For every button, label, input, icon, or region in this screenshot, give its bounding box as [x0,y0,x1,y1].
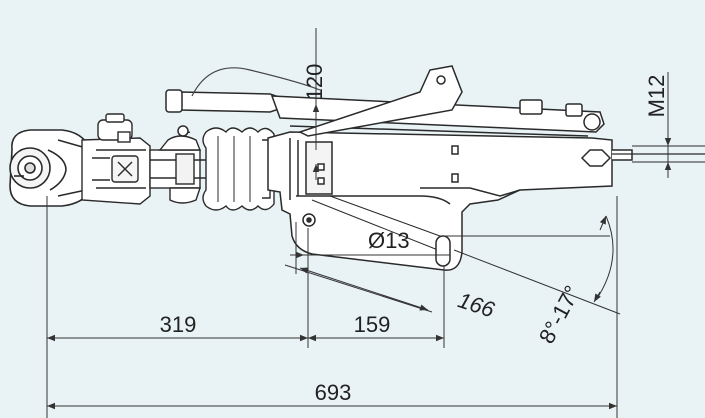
dim-bolt-m12: M12 [644,75,669,118]
dim-height-120: 120 [302,64,327,101]
dim-mount-spacing: 159 [354,312,391,337]
bellows-boot [202,127,275,211]
dim-coupling-to-mount: 319 [160,312,197,337]
dim-overall-length: 693 [315,380,352,405]
coupling-body [81,113,151,205]
dim-hole-diameter: Ø13 [368,228,410,253]
drawbar-shaft [149,135,213,204]
overrun-frame [267,131,633,271]
dim-angle-range: 8°-17° [534,281,585,347]
brake-cable [191,67,321,97]
brake-lever [165,65,605,137]
coupling-head [9,129,93,207]
dimension-lines [46,28,672,418]
dim-offset-166: 166 [455,287,498,322]
